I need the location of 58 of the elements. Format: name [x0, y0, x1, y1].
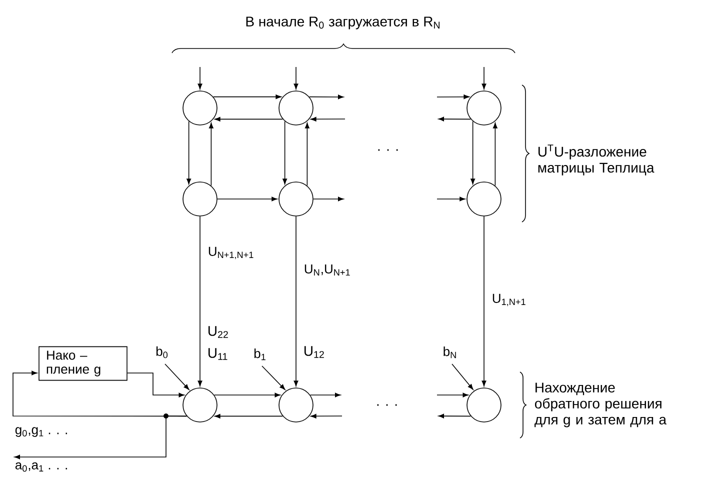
- arrow: [310, 116, 346, 122]
- arrow: [470, 120, 476, 184]
- circle: [182, 90, 218, 126]
- arrow: [308, 94, 344, 100]
- arrow: [282, 120, 288, 184]
- arrow: [438, 414, 472, 418]
- arrow: [127, 372, 184, 398]
- arrow: [198, 66, 202, 90]
- edge-label: b$_{0}$: [154, 344, 170, 360]
- circle: [278, 182, 314, 216]
- label: . . .: [378, 149, 398, 151]
- edge-label: g$_{0}$,g$_{1}$ . . .: [13, 426, 70, 438]
- circle: [466, 90, 502, 126]
- label: . . .: [377, 404, 397, 406]
- circle: [182, 182, 218, 216]
- arrow: [214, 116, 284, 122]
- arrow: [438, 116, 472, 122]
- circle: [182, 388, 218, 422]
- arrow: [212, 94, 282, 100]
- arrow: [436, 392, 468, 398]
- label: В начале R$_{0}$ загружается в R$_{N}$: [246, 16, 440, 30]
- arrow: [164, 364, 190, 390]
- edge-label: a$_{0}$,a$_{1}$ . . .: [13, 460, 70, 474]
- arrow: [436, 94, 470, 100]
- edge-label: U$_{1,N+1}$: [490, 292, 528, 308]
- arrow: [436, 196, 466, 202]
- arrow: [452, 364, 474, 390]
- arrow: [14, 416, 188, 460]
- arrow: [198, 216, 202, 386]
- arrow: [482, 66, 486, 90]
- process-box: Нако – пление g: [38, 346, 128, 381]
- label: U$_{22}$: [208, 326, 228, 338]
- arrow: [310, 414, 342, 418]
- edge-label: U$_{N}$,U$_{N+1}$: [302, 262, 352, 278]
- arrow: [310, 392, 341, 398]
- label: Нахождение обратного решения для g и затем для a: [534, 382, 667, 428]
- arrow: [304, 122, 310, 186]
- circle: [466, 388, 502, 422]
- arrow: [294, 66, 298, 90]
- arrow: [262, 366, 286, 390]
- circle: [278, 90, 314, 126]
- circle: [278, 388, 314, 422]
- circle: [466, 182, 502, 216]
- label: U$_{12}$: [304, 346, 324, 358]
- edge-label: b$_{1}$: [252, 347, 268, 362]
- label: U$_{11}$: [208, 348, 228, 360]
- arrow: [313, 196, 344, 202]
- arrow: [214, 414, 284, 418]
- label: U$^{T}$U-разложение матрицы Теплица: [538, 144, 654, 176]
- arrow: [217, 196, 278, 202]
- arrow: [208, 122, 214, 186]
- arrow: [294, 216, 298, 386]
- arrow: [186, 120, 192, 184]
- arrow: [492, 122, 498, 186]
- edge-label: U$_{N+1,N+1}$: [206, 245, 256, 261]
- edge-label: b$_{N}$: [441, 345, 459, 360]
- arrow: [482, 216, 486, 386]
- arrow: [214, 392, 280, 398]
